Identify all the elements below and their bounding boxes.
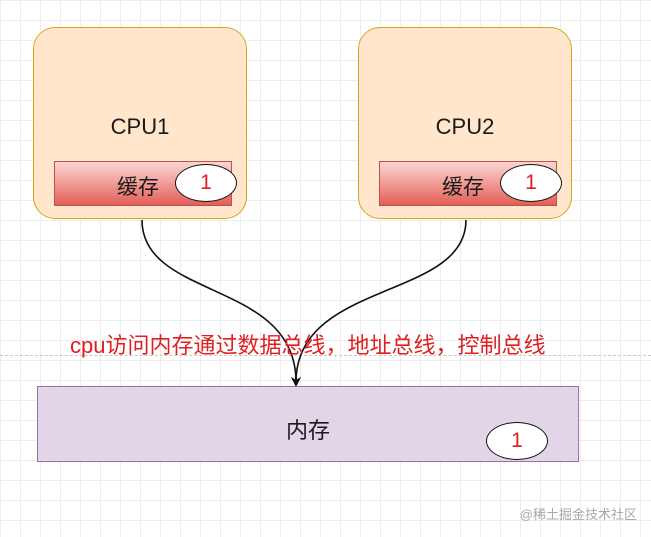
cpu1-bus-line xyxy=(141,219,301,387)
memory-box[interactable]: 内存 1 xyxy=(37,386,579,462)
dashed-divider xyxy=(0,355,651,356)
cpu1-cache-badge: 1 xyxy=(175,164,237,202)
cpu2-bus-line xyxy=(291,219,467,387)
cpu2-box[interactable]: CPU2 缓存 1 xyxy=(358,27,572,219)
cpu1-title: CPU1 xyxy=(110,114,170,139)
cpu2-cache[interactable]: 缓存 1 xyxy=(379,161,562,206)
cpu1-box[interactable]: CPU1 缓存 1 xyxy=(33,27,247,219)
memory-badge: 1 xyxy=(486,422,548,460)
cpu2-cache-badge: 1 xyxy=(500,164,562,202)
bus-description: cpu访问内存通过数据总线，地址总线，控制总线 xyxy=(70,333,546,358)
cpu2-title: CPU2 xyxy=(435,114,495,139)
watermark: @稀土掘金技术社区 xyxy=(519,507,637,522)
cpu1-cache-label: 缓存 xyxy=(117,176,159,199)
cpu1-cache[interactable]: 缓存 1 xyxy=(54,161,237,206)
memory-label: 内存 xyxy=(285,418,330,443)
cpu2-cache-label: 缓存 xyxy=(442,176,484,199)
